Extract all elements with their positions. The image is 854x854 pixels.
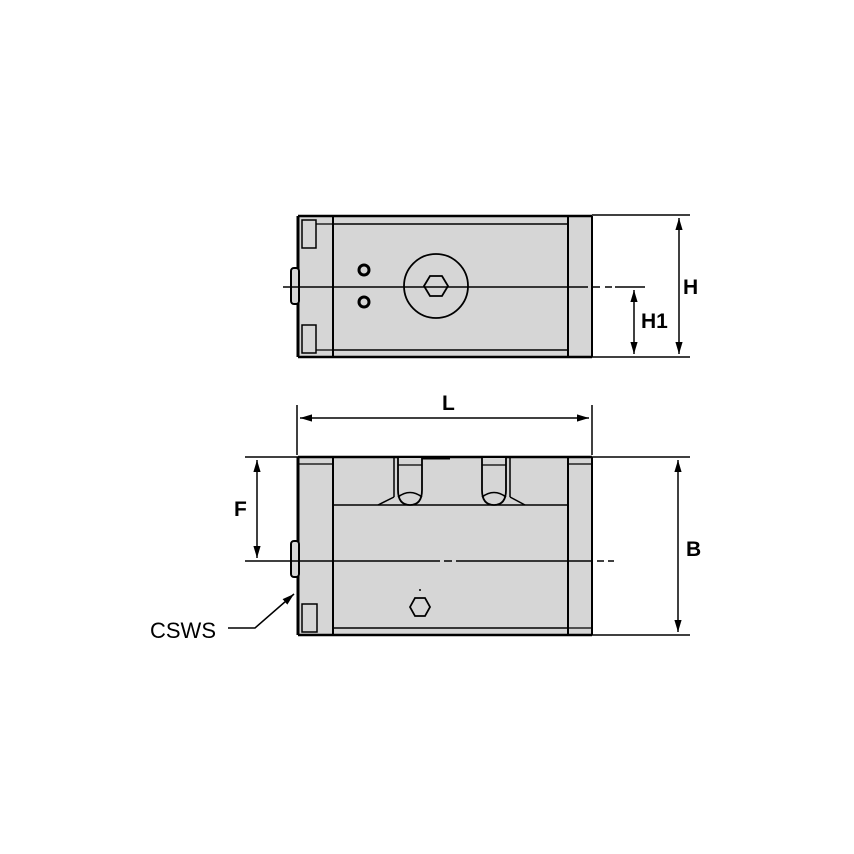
top-view xyxy=(283,214,690,359)
hex-screw-icon xyxy=(408,597,432,617)
screw-head-circle xyxy=(403,253,469,319)
side-view xyxy=(228,455,690,637)
dimension-l xyxy=(296,405,593,455)
label-h1: H1 xyxy=(641,310,668,333)
csws-leader-arrow xyxy=(228,593,295,629)
label-csws: CSWS xyxy=(150,618,216,643)
label-f: F xyxy=(234,498,247,521)
label-h: H xyxy=(683,276,698,299)
label-l: L xyxy=(442,392,455,415)
hex-socket-icon xyxy=(422,275,450,297)
label-b: B xyxy=(686,538,701,561)
